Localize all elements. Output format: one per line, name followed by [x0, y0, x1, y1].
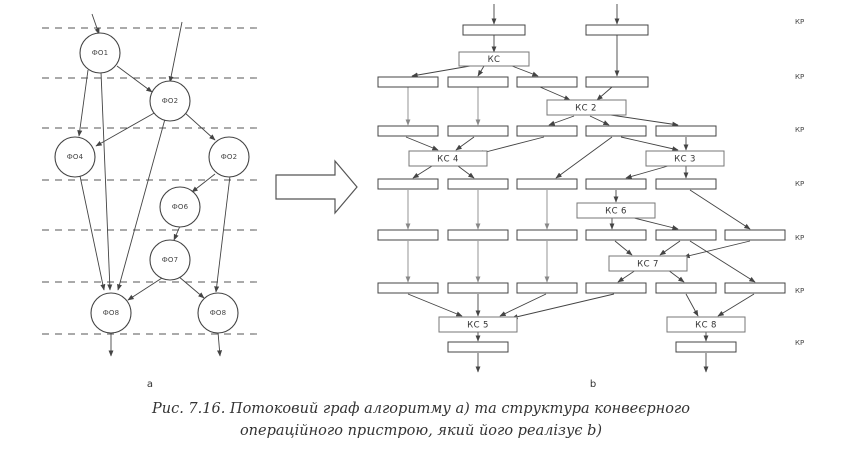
- graph-a-edge: [91, 13, 100, 35]
- register: [585, 76, 649, 88]
- register: [447, 229, 509, 241]
- register: [655, 282, 717, 294]
- structure-b-row-labels: КР КР КР КР КР КР КР: [795, 18, 804, 347]
- graph-a-edge: [116, 65, 153, 93]
- graph-a-node-label: ФО4: [67, 153, 84, 161]
- graph-a-node-label: ФО8: [103, 309, 120, 317]
- graph-a-edge: [173, 225, 181, 241]
- graph-a-node: ФО7: [149, 239, 191, 281]
- register: [447, 76, 509, 88]
- diagram-canvas: ФО1 ФО2 ФО4 ФО2 ФО6 ФО7 ФО8 ФО8 a: [42, 4, 804, 390]
- ks-block: КС 3: [645, 150, 725, 167]
- ks-block: КС 4: [408, 150, 488, 167]
- ks-block-label: КС 6: [605, 207, 627, 217]
- structure-b-registers: [377, 24, 786, 353]
- graph-a-node: ФО2: [208, 136, 250, 178]
- graph-a-edge: [117, 118, 166, 291]
- register: [377, 229, 439, 241]
- register: [516, 282, 578, 294]
- register: [447, 178, 509, 190]
- register: [462, 24, 526, 36]
- row-label: КР: [795, 73, 804, 81]
- row-label: КР: [795, 234, 804, 242]
- ks-block-label: КС 5: [467, 321, 489, 331]
- graph-a-edge: [77, 69, 89, 137]
- register: [585, 125, 647, 137]
- caption-line-2: операційного пристрою, який його реалізу…: [239, 423, 603, 439]
- graph-a-edge: [191, 173, 216, 193]
- ks-block: КС 2: [546, 99, 627, 116]
- register: [585, 282, 647, 294]
- register: [377, 178, 439, 190]
- graph-a-edge: [183, 111, 216, 141]
- graph-a-edge: [79, 175, 106, 291]
- register: [675, 341, 737, 353]
- ks-block-label: КС 4: [437, 155, 459, 165]
- ks-block-label: КС 3: [674, 155, 696, 165]
- register: [655, 178, 717, 190]
- register: [516, 229, 578, 241]
- graph-a-node-label: ФО6: [172, 203, 189, 211]
- register: [377, 282, 439, 294]
- graph-a-edge: [95, 111, 157, 147]
- ks-block: КС 6: [576, 202, 656, 219]
- register: [377, 125, 439, 137]
- register: [516, 125, 578, 137]
- graph-a-node: ФО8: [197, 292, 239, 334]
- register: [724, 229, 786, 241]
- graph-a-node-label: ФО2: [162, 97, 179, 105]
- register: [585, 24, 649, 36]
- graph-a-node-label: ФО8: [210, 309, 227, 317]
- row-label: КР: [795, 180, 804, 188]
- graph-a-stage-lines: [42, 27, 262, 335]
- graph-a-node-label: ФО1: [92, 49, 109, 57]
- register: [447, 282, 509, 294]
- row-label: КР: [795, 339, 804, 347]
- graph-a-edge: [177, 275, 205, 299]
- row-label: КР: [795, 287, 804, 295]
- register: [377, 76, 439, 88]
- register: [447, 125, 509, 137]
- graph-a-node: ФО6: [159, 186, 201, 228]
- graph-a-node: ФО2: [149, 80, 191, 122]
- structure-b-label: b: [590, 379, 596, 390]
- ks-block: КС 7: [608, 255, 688, 272]
- graph-a-edge: [100, 71, 113, 291]
- ks-block-label: КС: [488, 55, 501, 65]
- register: [516, 178, 578, 190]
- row-label: КР: [795, 126, 804, 134]
- graph-a-edge: [214, 175, 231, 293]
- graph-a-edge: [217, 331, 223, 357]
- graph-a-node-label: ФО2: [221, 153, 238, 161]
- graph-a-node: ФО8: [90, 292, 132, 334]
- ks-block: КС 8: [666, 316, 746, 333]
- graph-a-node-label: ФО7: [162, 256, 179, 264]
- register: [516, 76, 578, 88]
- graph-a-node: ФО1: [79, 32, 121, 74]
- register: [724, 282, 786, 294]
- row-label: КР: [795, 18, 804, 26]
- ks-block-label: КС 7: [637, 260, 659, 270]
- ks-block-label: КС 8: [695, 321, 717, 331]
- ks-block-label: КС 2: [575, 104, 597, 114]
- graph-a-node: ФО4: [54, 136, 96, 178]
- graph-a-edge: [127, 277, 163, 301]
- register: [585, 229, 647, 241]
- graph-a-label: a: [147, 379, 153, 390]
- graph-a-edge: [168, 21, 183, 83]
- ks-block: КС 5: [438, 316, 518, 333]
- transform-arrow-icon: [275, 159, 358, 215]
- structure-b-edges: [405, 4, 756, 373]
- register: [585, 178, 647, 190]
- register: [655, 229, 717, 241]
- figure-caption: Рис. 7.16. Потоковий граф алгоритму а) т…: [100, 398, 742, 442]
- register: [655, 125, 717, 137]
- graph-a-edges: [77, 13, 231, 357]
- register: [447, 341, 509, 353]
- caption-line-1: Рис. 7.16. Потоковий граф алгоритму а) т…: [151, 401, 690, 417]
- ks-block: КС: [458, 51, 530, 67]
